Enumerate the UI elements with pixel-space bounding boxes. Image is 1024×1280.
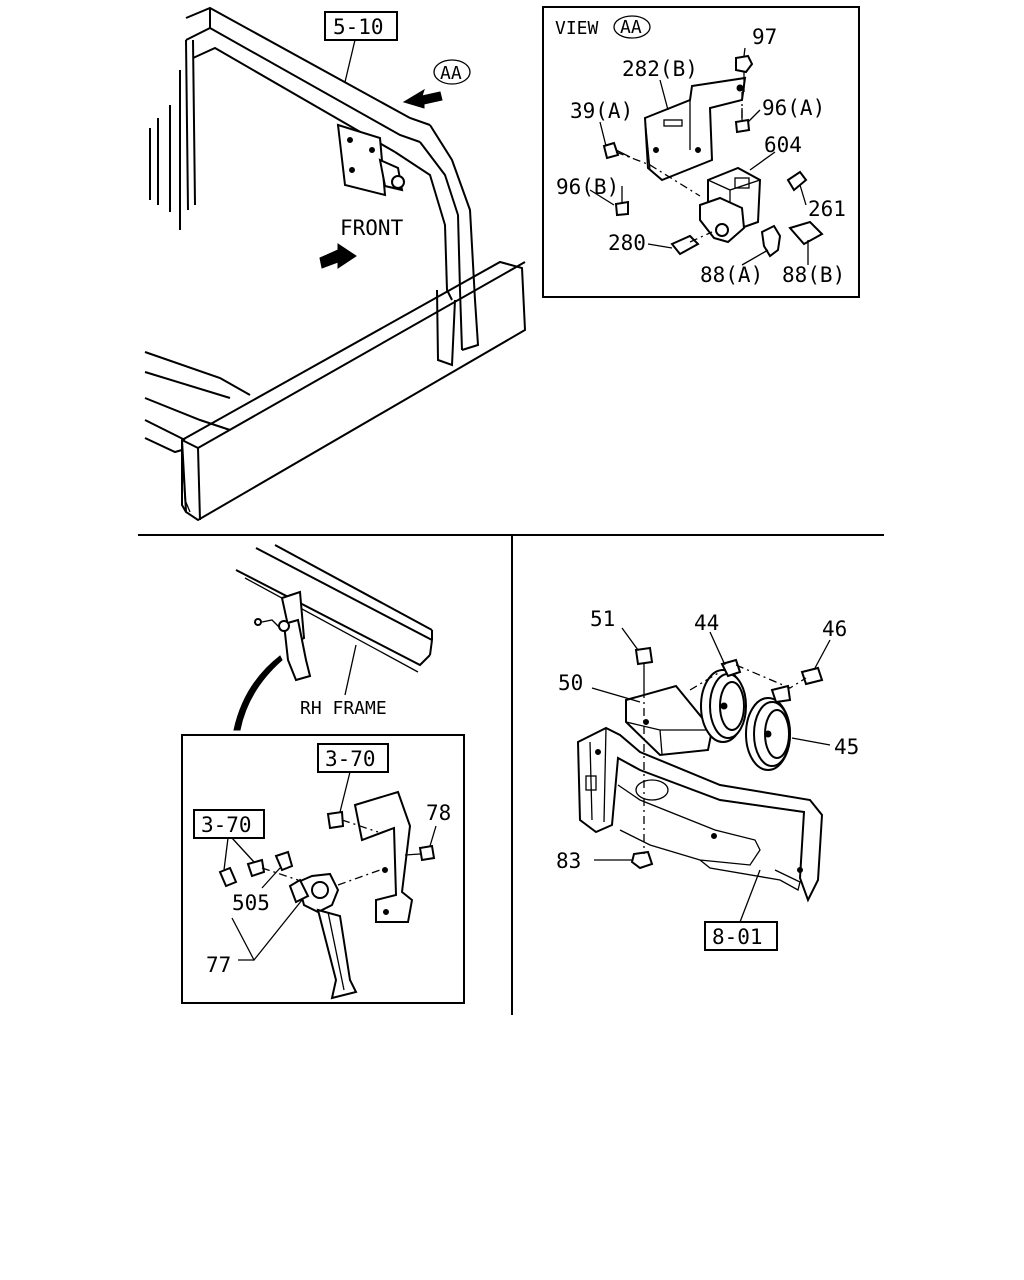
label-46: 46 xyxy=(822,617,847,641)
front-label: FRONT xyxy=(340,216,404,240)
label-261: 261 xyxy=(808,197,846,221)
label-96b: 96(B) xyxy=(556,175,619,199)
view-title-tag: AA xyxy=(620,17,642,38)
label-88b: 88(B) xyxy=(782,263,845,287)
rh-frame-air-horn-illustration: RH FRAME 3-70 3-70 xyxy=(181,544,465,1004)
label-282b: 282(B) xyxy=(622,57,698,81)
ref-label-5-10: 5-10 xyxy=(333,15,384,39)
ref-box-8-01 xyxy=(704,921,778,951)
ref-label-8-01: 8-01 xyxy=(712,925,763,949)
label-97: 97 xyxy=(752,25,777,49)
ref-box-5-10 xyxy=(324,11,398,41)
view-aa-detail-panel: VIEW AA xyxy=(542,6,860,298)
label-51: 51 xyxy=(590,607,615,631)
label-78: 78 xyxy=(426,801,451,825)
ref-label-3-70-upper: 3-70 xyxy=(325,747,376,771)
label-83: 83 xyxy=(556,849,581,873)
label-50: 50 xyxy=(558,671,583,695)
label-39a: 39(A) xyxy=(570,99,633,123)
ref-box-3-70-lower xyxy=(193,809,265,839)
view-callout-aa: AA xyxy=(440,63,462,84)
ref-label-3-70-lower: 3-70 xyxy=(201,813,252,837)
label-44: 44 xyxy=(694,611,719,635)
view-title: VIEW xyxy=(555,18,599,39)
rh-frame-label: RH FRAME xyxy=(300,698,387,719)
electric-horn-illustration: 8-01 51 44 46 50 45 83 xyxy=(556,607,859,951)
label-604: 604 xyxy=(764,133,802,157)
label-77: 77 xyxy=(206,953,231,977)
label-505: 505 xyxy=(232,891,270,915)
label-88a: 88(A) xyxy=(700,263,763,287)
frame-crossmember-illustration: FRONT AA 5-10 xyxy=(144,6,527,522)
label-96a: 96(A) xyxy=(762,96,825,120)
ref-box-3-70-upper xyxy=(317,743,389,773)
label-45: 45 xyxy=(834,735,859,759)
label-280: 280 xyxy=(608,231,646,255)
